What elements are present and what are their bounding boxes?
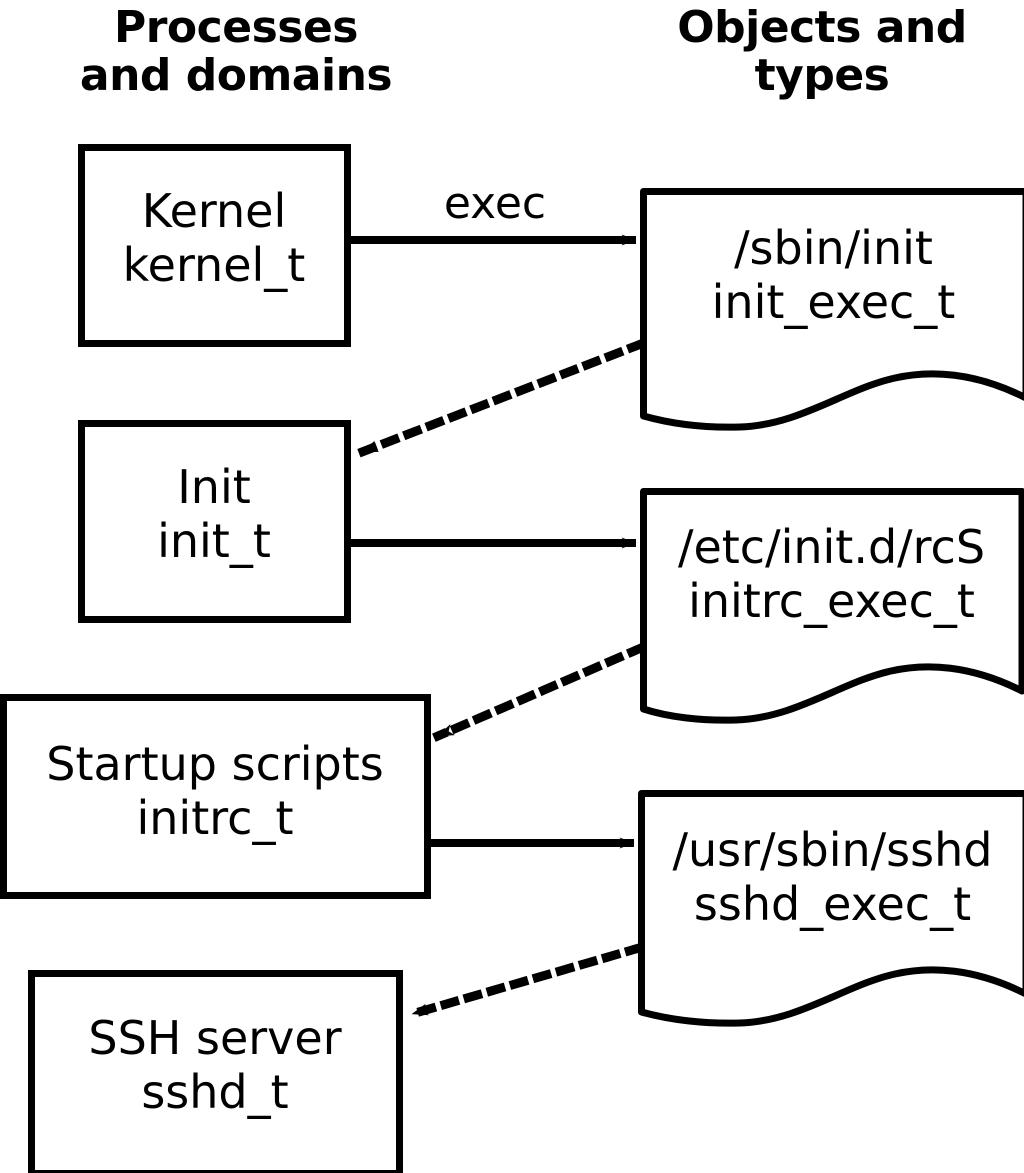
edge-sshd-exec-to-ssh-server [406,942,645,1020]
edge-label-exec: exec [443,178,547,229]
node-initrc-exec-document[interactable] [640,488,1024,724]
edge-init-exec-to-init [356,338,647,458]
node-init-box[interactable] [78,420,351,623]
node-sshd-exec-document[interactable] [638,790,1024,1027]
node-kernel-box[interactable] [78,144,351,347]
node-init-exec-document[interactable] [640,188,1024,431]
node-startup-scripts-box[interactable] [0,694,431,899]
column-header-processes-and-domains: Processes and domains [79,2,393,101]
column-header-objects-and-types: Objects and types [677,2,967,101]
node-ssh-server-box[interactable] [28,970,403,1173]
edge-initrc-exec-to-startup-scripts [432,642,647,742]
